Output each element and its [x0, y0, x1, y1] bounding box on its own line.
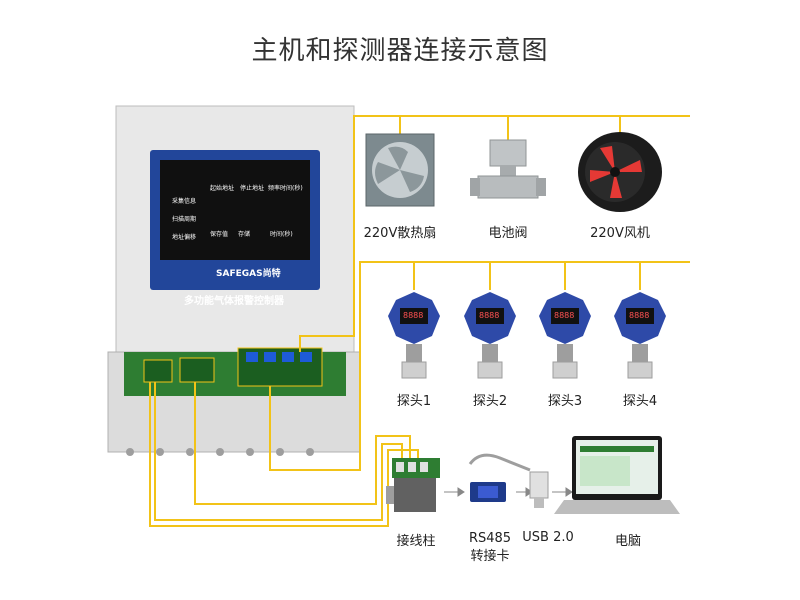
- page-title: 主机和探测器连接示意图: [251, 36, 549, 66]
- probe-4-label: 探头4: [622, 394, 658, 409]
- usb-icon: [529, 471, 549, 508]
- controller-cabinet: [107, 105, 361, 456]
- probe-3-label: 探头3: [547, 394, 583, 409]
- rs485-adapter-icon: [468, 453, 531, 502]
- controller-brand: SAFEGAS尚特: [216, 269, 281, 279]
- screen-col-2: 停止地址: [240, 185, 265, 192]
- probe-3: [539, 292, 591, 379]
- screen-row-2: 扫描周期: [172, 216, 197, 223]
- probe-2-display: 8888: [479, 311, 500, 320]
- probe-1-display: 8888: [403, 311, 424, 320]
- computer-icon: [554, 436, 680, 514]
- fan-220v-label: 220V散热扇: [363, 226, 437, 241]
- terminal-block-label: 接线柱: [396, 534, 436, 549]
- fan-motor-220v-label: 220V风机: [590, 226, 650, 241]
- battery-valve-label: 电池阀: [488, 226, 528, 241]
- probe-4: [614, 292, 666, 379]
- screen-extra-2: 存储: [238, 231, 251, 238]
- rs485-adapter-label: RS485 转接卡: [460, 530, 520, 566]
- chain-arrows: [444, 487, 573, 497]
- terminal-block-icon: [386, 458, 440, 512]
- controller-caption: 多功能气体报警控制器: [184, 296, 284, 307]
- probe-2-label: 探头2: [472, 394, 508, 409]
- battery-valve-icon: [470, 139, 546, 199]
- screen-col-1: 起始地址: [210, 185, 235, 192]
- computer-label: 电脑: [614, 534, 641, 549]
- screen-extra-1: 保存值: [210, 231, 229, 238]
- usb-label: USB 2.0: [522, 530, 574, 545]
- probe-1-label: 探头1: [396, 394, 432, 409]
- probe-3-display: 8888: [554, 311, 575, 320]
- fan-motor-220v-icon: [578, 132, 662, 212]
- probe-2: [464, 292, 516, 379]
- fan-220v-icon: [365, 133, 435, 207]
- probe-1: [388, 292, 440, 379]
- screen-col-3: 频率时间(秒): [268, 185, 303, 192]
- screen-row-3: 地址偏移: [172, 234, 197, 241]
- screen-extra-3: 时间(秒): [270, 231, 293, 238]
- probe-4-display: 8888: [629, 311, 650, 320]
- rs485-adapter-label-line1: RS485: [468, 531, 512, 546]
- rs485-adapter-label-line2: 转接卡: [470, 549, 510, 564]
- screen-row-1: 采集信息: [172, 198, 197, 205]
